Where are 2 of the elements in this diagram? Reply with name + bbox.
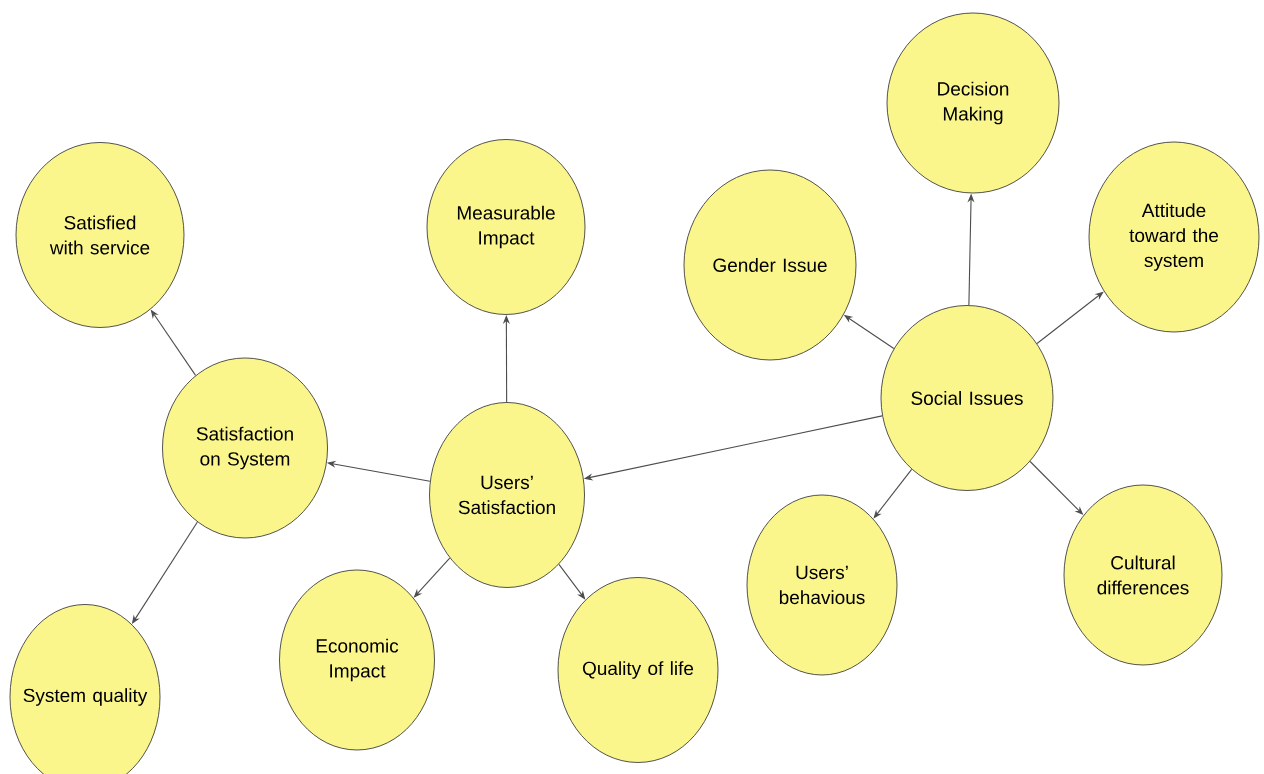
arrow xyxy=(1036,291,1104,345)
arrow xyxy=(873,468,913,519)
